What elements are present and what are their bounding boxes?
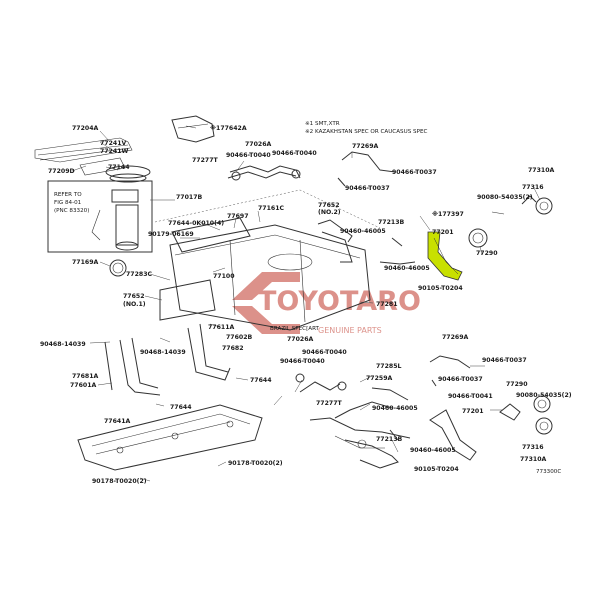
part-label-highlighted[interactable]: 77201 [432,229,454,236]
part-label[interactable]: 77644 [170,404,192,411]
part-label[interactable]: 77602B [226,334,253,341]
part-label[interactable]: ※177642A [210,123,247,132]
part-label[interactable]: 90466-T0037 [345,185,390,192]
part-label[interactable]: 90080-54035(2) [477,194,533,201]
refer-text-2: FIG 84-01 [54,200,82,206]
part-label[interactable]: 77169A [72,259,99,266]
part-label[interactable]: 77290 [506,381,528,388]
part-label[interactable]: 77144 [108,164,130,171]
filler-parts-top [317,151,553,265]
part-label[interactable]: 77209D [48,168,75,175]
part-label[interactable]: ※177397 [432,209,464,218]
part-label[interactable]: 77017B [176,194,203,201]
fuel-pump-assembly [34,137,151,277]
part-label[interactable]: 77310A [528,167,555,174]
part-label[interactable]: 90460-46005 [384,265,430,272]
part-label[interactable]: 77652 [123,293,145,300]
part-label[interactable]: 77026A [245,141,272,148]
part-label[interactable]: 77682 [222,345,244,352]
leader-lines [71,125,541,482]
part-label[interactable]: 77204A [72,125,99,132]
part-label[interactable]: 90460-46005 [410,447,456,454]
part-label[interactable]: 90468-14039 [40,341,86,348]
part-label[interactable]: 77277T [316,400,343,407]
part-label[interactable]: 90460-46005 [372,405,418,412]
part-label[interactable]: 90466-T0037 [482,357,527,364]
part-label[interactable]: (NO.1) [123,301,146,308]
part-label[interactable]: 77269A [352,143,379,150]
note-smt: ※1 SMT,XTR [305,121,340,127]
part-label[interactable]: 90178-T0020(2) [228,460,283,467]
part-label[interactable]: 77641A [104,418,131,425]
part-label[interactable]: 77277T [192,157,219,164]
part-label[interactable]: 90466-T0040 [280,358,325,365]
part-label[interactable]: 77601A [70,382,97,389]
part-label[interactable]: 90178-T0020(2) [92,478,147,485]
refer-text-1: REFER TO [54,192,82,198]
part-label[interactable]: 90466-T0037 [438,376,483,383]
watermark-tagline: GENUINE PARTS [318,326,382,335]
filler-pipe-highlight[interactable] [427,231,463,281]
part-label[interactable]: 77652 [318,202,340,209]
part-label[interactable]: 90105-T0204 [414,466,459,473]
part-label[interactable]: 77285L [376,363,402,370]
part-label[interactable]: 77241V [100,140,127,147]
fuel-tank-protector-top [171,115,301,181]
part-label[interactable]: 90466-T0040 [302,349,347,356]
part-label[interactable]: 77259A [366,375,393,382]
part-label[interactable]: 77310A [520,456,547,463]
part-label[interactable]: 90080-54035(2) [516,392,572,399]
part-label[interactable]: 77026A [287,336,314,343]
part-label[interactable]: 77213B [378,219,405,226]
refer-text-3: (PNC 83320) [54,208,89,214]
part-label[interactable]: 90466-T0040 [272,150,317,157]
part-label[interactable]: 77269A [442,334,469,341]
tank-protector-plate [77,404,263,471]
part-label[interactable]: 77644 [250,377,272,384]
part-label[interactable]: 77281 [376,301,398,308]
part-label[interactable]: 77611A [208,324,235,331]
part-label[interactable]: 77316 [522,444,544,451]
refer-box [47,180,153,253]
part-label[interactable]: 90466-T0041 [448,393,493,400]
part-label[interactable]: 77290 [476,250,498,257]
part-labels: 77204A ※177642A 77241V 77241W 77144 7720… [40,123,572,485]
note-kazakhstan: ※2 KAZAKHSTAN SPEC OR CAUCASUS SPEC [305,129,427,135]
part-label[interactable]: 77100 [213,273,235,280]
part-label[interactable]: 90105-T0204 [418,285,463,292]
brazil-spec-note: BRAZIL SPEC[ART [270,326,320,332]
part-label[interactable]: 77201 [462,408,484,415]
part-label[interactable]: 90466-T0040 [226,152,271,159]
part-label[interactable]: 77161C [258,205,285,212]
part-label[interactable]: 90468-14039 [140,349,186,356]
part-label[interactable]: 90179-06169 [148,231,194,238]
part-label[interactable]: 77241W [100,148,129,155]
part-label[interactable]: 77316 [522,184,544,191]
part-label[interactable]: 90460-46005 [340,228,386,235]
part-label[interactable]: 77644-0K010(4) [168,220,224,227]
part-label[interactable]: 77697 [227,213,249,220]
part-label[interactable]: 77213B [376,436,403,443]
part-label[interactable]: 77681A [72,373,99,380]
part-label[interactable]: 90466-T0037 [392,169,437,176]
diagram-code: 773300C [536,469,561,475]
part-label[interactable]: (NO.2) [318,209,341,216]
filler-parts-bottom [295,355,553,469]
part-label[interactable]: 77283C [126,271,153,278]
fuel-tank [154,189,381,331]
tank-straps [104,231,353,396]
